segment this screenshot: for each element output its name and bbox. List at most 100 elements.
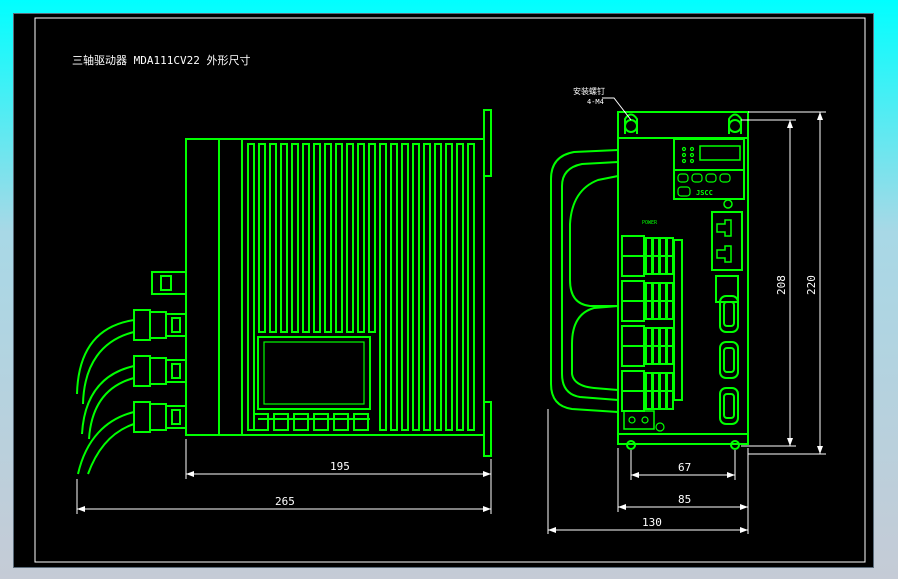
round-connector-body xyxy=(719,295,739,333)
mount-hole-br xyxy=(730,440,740,450)
motor-plug-body xyxy=(133,355,151,387)
heatsink-fin-base xyxy=(353,413,369,431)
front-cable-hood-mid xyxy=(561,161,619,401)
heatsink-fin xyxy=(368,143,376,333)
control-buttons xyxy=(677,146,731,197)
ground-terminal xyxy=(623,410,655,430)
motor-plug-body xyxy=(133,309,151,341)
side-connector-top-pin xyxy=(160,275,172,291)
heatsink-fin xyxy=(423,143,431,431)
heatsink-fin xyxy=(401,143,409,431)
dim-220-label: 220 xyxy=(805,275,818,295)
heatsink-fin xyxy=(302,143,310,333)
screw-leader xyxy=(602,97,632,121)
terminal-rail xyxy=(673,239,683,401)
dim-265-label: 265 xyxy=(275,495,295,508)
motor-plug-collar xyxy=(149,357,167,385)
heatsink-fin xyxy=(291,143,299,333)
heatsink-fins xyxy=(247,143,475,431)
label-window xyxy=(257,336,371,410)
terminal-blocks xyxy=(621,235,683,412)
motor-plugs xyxy=(133,309,187,433)
heatsink-fin-base xyxy=(313,413,329,431)
ground-screw-1 xyxy=(628,416,636,424)
side-dimensions xyxy=(76,439,492,514)
heatsink-fin xyxy=(445,143,453,431)
screw-note-line2: 4-M4 xyxy=(587,98,604,106)
brand-logo: JSCC xyxy=(696,189,713,197)
mount-hole-bl xyxy=(626,440,636,450)
screw-note-line1: 安装螺钉 xyxy=(573,86,605,96)
heatsink-fin-base xyxy=(273,413,289,431)
motor-plug-pin xyxy=(171,317,181,333)
dim-195-label: 195 xyxy=(330,460,350,473)
encoder-connector-key2 xyxy=(716,245,732,263)
heatsink-fin-base xyxy=(333,413,349,431)
round-connector-body xyxy=(719,341,739,379)
cable-3 xyxy=(77,411,135,475)
motor-plug-pin xyxy=(171,409,181,425)
encoder-connector-key1 xyxy=(716,219,732,237)
cad-canvas: 三轴驱动器 MDA111CV22 外形尺寸 xyxy=(13,13,874,568)
label-window-inner xyxy=(263,341,365,405)
heatsink-fin xyxy=(324,143,332,333)
front-plate-outline xyxy=(617,111,749,445)
front-cable-hood-inner xyxy=(569,175,619,307)
motor-plug-collar xyxy=(149,403,167,431)
drawing-svg: 三轴驱动器 MDA111CV22 外形尺寸 xyxy=(34,17,866,563)
motor-plug-socket xyxy=(165,405,187,429)
front-dimensions xyxy=(547,111,826,534)
dim-130-label: 130 xyxy=(642,516,662,529)
heatsink-fin xyxy=(456,143,464,431)
ground-icon xyxy=(655,422,665,432)
motor-plug-pin xyxy=(171,363,181,379)
side-view xyxy=(76,109,492,475)
heatsink-fin-base xyxy=(253,413,269,431)
side-flange-bottom xyxy=(483,401,492,457)
heatsink-fin xyxy=(258,143,266,333)
front-cable-hood-lower xyxy=(571,305,619,391)
mount-slot-tr xyxy=(728,113,742,134)
led-display xyxy=(699,145,741,161)
heatsink-fin xyxy=(390,143,398,431)
mount-hole-tr xyxy=(728,119,742,133)
motor-plug-socket xyxy=(165,359,187,383)
heatsink-fin xyxy=(280,143,288,333)
encoder-connector xyxy=(711,211,743,271)
round-connector-body xyxy=(719,387,739,425)
motor-plug-body xyxy=(133,401,151,433)
dim-67-label: 67 xyxy=(678,461,691,474)
mount-hole-tl xyxy=(624,119,638,133)
cable-2b xyxy=(88,377,135,440)
round-connector-core xyxy=(723,301,735,327)
heatsink-fin xyxy=(357,143,365,333)
drawing-title: 三轴驱动器 MDA111CV22 外形尺寸 xyxy=(72,53,250,67)
io-connector xyxy=(715,275,739,303)
round-connector-core xyxy=(723,347,735,373)
heatsink-fin xyxy=(412,143,420,431)
cable-2 xyxy=(81,365,135,435)
drawing-border xyxy=(34,17,866,563)
heatsink-fin xyxy=(346,143,354,333)
ground-screw-2 xyxy=(641,416,649,424)
heatsink-fin xyxy=(467,143,475,431)
side-connector-top xyxy=(151,271,187,295)
round-connectors xyxy=(719,295,739,425)
heatsink-fin xyxy=(247,143,255,431)
side-flange-top xyxy=(483,109,492,177)
heatsink-fin xyxy=(335,143,343,333)
power-led xyxy=(723,199,733,209)
motor-plug-collar xyxy=(149,311,167,339)
cable-1 xyxy=(76,319,135,395)
cable-1b xyxy=(82,331,135,405)
front-cable-hood-outer xyxy=(550,149,619,413)
heatsink-fin xyxy=(434,143,442,431)
heatsink-fin-base xyxy=(293,413,309,431)
front-view xyxy=(550,111,749,450)
round-connector-core xyxy=(723,393,735,419)
motor-plug-socket xyxy=(165,313,187,337)
heatsink-fin xyxy=(379,143,387,431)
heatsink-fin xyxy=(313,143,321,333)
cable-3b xyxy=(87,423,135,475)
mount-slot-tl xyxy=(624,113,638,134)
